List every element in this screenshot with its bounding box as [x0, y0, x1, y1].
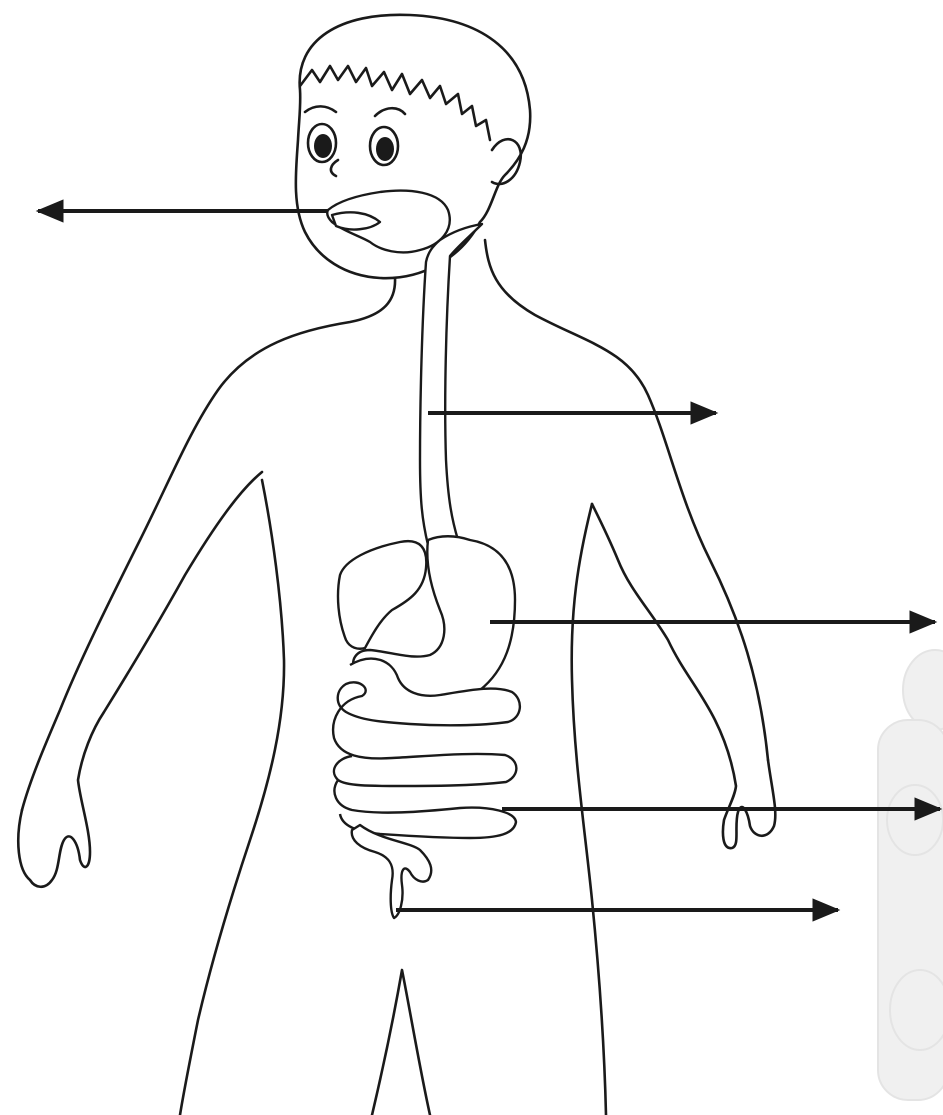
liver: [338, 541, 426, 649]
watermark-figure: [878, 650, 943, 1100]
left-pupil: [314, 134, 332, 158]
left-arm: [18, 472, 262, 887]
left-torso-side: [180, 480, 284, 1115]
right-pupil: [376, 137, 394, 161]
legs-gap: [372, 970, 430, 1115]
nose: [331, 160, 338, 176]
right-arm: [592, 504, 775, 848]
hair-outline: [300, 66, 490, 140]
right-neck-shoulder: [485, 240, 768, 760]
left-eyebrow: [305, 106, 336, 112]
esophagus: [420, 224, 482, 545]
large-intestine: [352, 825, 432, 918]
digestive-organs: [327, 191, 520, 918]
right-eyebrow: [375, 108, 405, 116]
